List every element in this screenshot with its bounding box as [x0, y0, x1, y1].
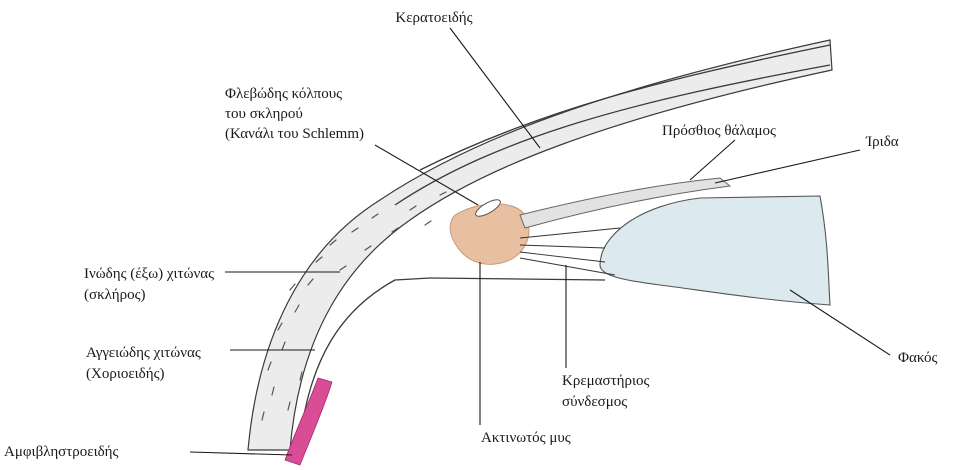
label-retina: Αμφιβληστροειδής — [4, 444, 119, 460]
label-choroid-1: Αγγειώδης χιτώνας — [86, 345, 201, 361]
label-cornea: Κερατοειδής — [395, 10, 472, 26]
label-sclera-2: (σκλήρος) — [84, 287, 146, 303]
label-lens: Φακός — [898, 350, 938, 366]
label-anterior-chamber: Πρόσθιος θάλαμος — [662, 123, 776, 139]
label-iris: Ίριδα — [865, 134, 899, 150]
label-choroid-2: (Χοριοειδής) — [86, 366, 165, 382]
label-suspensory-2: σύνδεσμος — [562, 394, 627, 410]
label-schlemm-3: (Κανάλι του Schlemm) — [225, 126, 364, 142]
vitreous-boundary — [430, 278, 605, 280]
label-sclera-1: Ινώδης (έξω) χιτώνας — [84, 266, 214, 282]
label-ciliary-muscle: Ακτινωτός μυς — [481, 430, 571, 446]
label-schlemm-2: του σκληρού — [225, 106, 303, 122]
label-schlemm-1: Φλεβώδης κόλπους — [225, 86, 342, 102]
lens — [600, 196, 830, 305]
label-suspensory-1: Κρεμαστήριος — [562, 373, 649, 389]
